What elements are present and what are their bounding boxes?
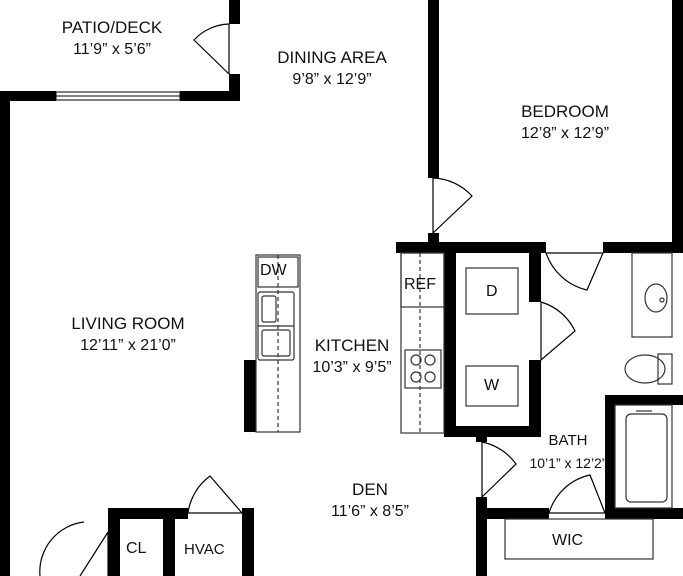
closet-tag: CL	[126, 540, 147, 557]
patio-window	[55, 91, 181, 101]
room-label-dining: DINING AREA 9’8” x 12’9”	[252, 47, 412, 91]
dishwasher-tag: DW	[260, 262, 287, 279]
room-label-patio: PATIO/DECK 11’9” x 5’6”	[40, 17, 184, 61]
room-dims: 12’8” x 12’9”	[520, 125, 610, 142]
wall-laundry-right-lower	[529, 360, 541, 437]
wall-closet-mid	[163, 508, 175, 576]
wall-bedroom-bottom-b	[603, 242, 683, 253]
wall-patio-bottom-right	[180, 91, 240, 101]
wic-shelf	[504, 518, 654, 560]
room-label-den: DEN 11’6” x 8’5”	[300, 479, 440, 523]
wall-hvac-right	[242, 508, 254, 576]
room-name: DINING AREA	[277, 48, 387, 67]
wall-laundry-bottom	[444, 426, 541, 437]
room-name: BATH	[548, 432, 588, 449]
wall-laundry-right	[529, 250, 541, 302]
wall-bath-left-lower	[476, 497, 487, 576]
wall-left	[0, 92, 10, 576]
wall-bedroom-left	[428, 0, 439, 178]
dryer	[465, 267, 519, 315]
wall-tub-left	[605, 395, 615, 511]
laundry-fixtures	[465, 267, 519, 407]
wall-patio-right-lower	[229, 74, 240, 101]
room-label-bath: BATH 10’1” x 12’2”	[514, 430, 622, 474]
room-dims: 10’1” x 12’2”	[529, 455, 607, 471]
bath-fixtures	[504, 252, 673, 560]
door-swings	[39, 23, 606, 576]
kitchen-fixtures	[255, 252, 445, 434]
wall-closet-top-left	[108, 508, 188, 519]
wic-tag: WIC	[552, 532, 584, 549]
wall-laundry-left	[444, 250, 456, 437]
room-label-bedroom: BEDROOM 12’8” x 12’9”	[490, 101, 640, 145]
room-name: DEN	[352, 480, 388, 499]
dryer-tag: D	[486, 283, 498, 300]
room-name: PATIO/DECK	[61, 18, 163, 37]
room-dims: 11’9” x 5’6”	[73, 41, 151, 58]
wall-peninsula-stub	[244, 360, 256, 432]
wall-patio-right	[229, 0, 240, 24]
wall-wic-top-a	[487, 508, 549, 519]
stove	[404, 349, 442, 389]
wall-bedroom-left-stub	[428, 233, 439, 243]
refrigerator-tag: REF	[404, 276, 436, 293]
wall-closet-left	[108, 508, 120, 576]
wall-tub-top	[605, 395, 683, 405]
refrigerator	[400, 252, 445, 308]
room-name: KITCHEN	[314, 336, 390, 355]
room-label-living: LIVING ROOM 12’11” x 21’0”	[46, 313, 210, 357]
wall-patio-bottom-left	[0, 91, 56, 101]
bathtub	[614, 404, 673, 509]
wall-wic-top-b	[605, 508, 683, 519]
wall-bath-left	[476, 437, 487, 442]
wall-bedroom-bottom-a	[396, 242, 546, 253]
hvac-tag: HVAC	[184, 541, 225, 558]
wall-right	[672, 0, 683, 253]
vanity	[631, 252, 673, 338]
room-dims: 9’8” x 12’9”	[292, 71, 372, 88]
room-name: LIVING ROOM	[71, 314, 185, 333]
room-dims: 10’3” x 9’5”	[312, 359, 392, 376]
washer	[465, 365, 519, 407]
room-dims: 12’11” x 21’0”	[80, 337, 176, 354]
room-name: BEDROOM	[521, 102, 609, 121]
dishwasher	[257, 256, 299, 288]
toilet	[624, 354, 666, 384]
room-label-kitchen: KITCHEN 10’3” x 9’5”	[298, 335, 406, 379]
room-dims: 11’6” x 8’5”	[331, 503, 409, 520]
washer-tag: W	[484, 377, 500, 394]
